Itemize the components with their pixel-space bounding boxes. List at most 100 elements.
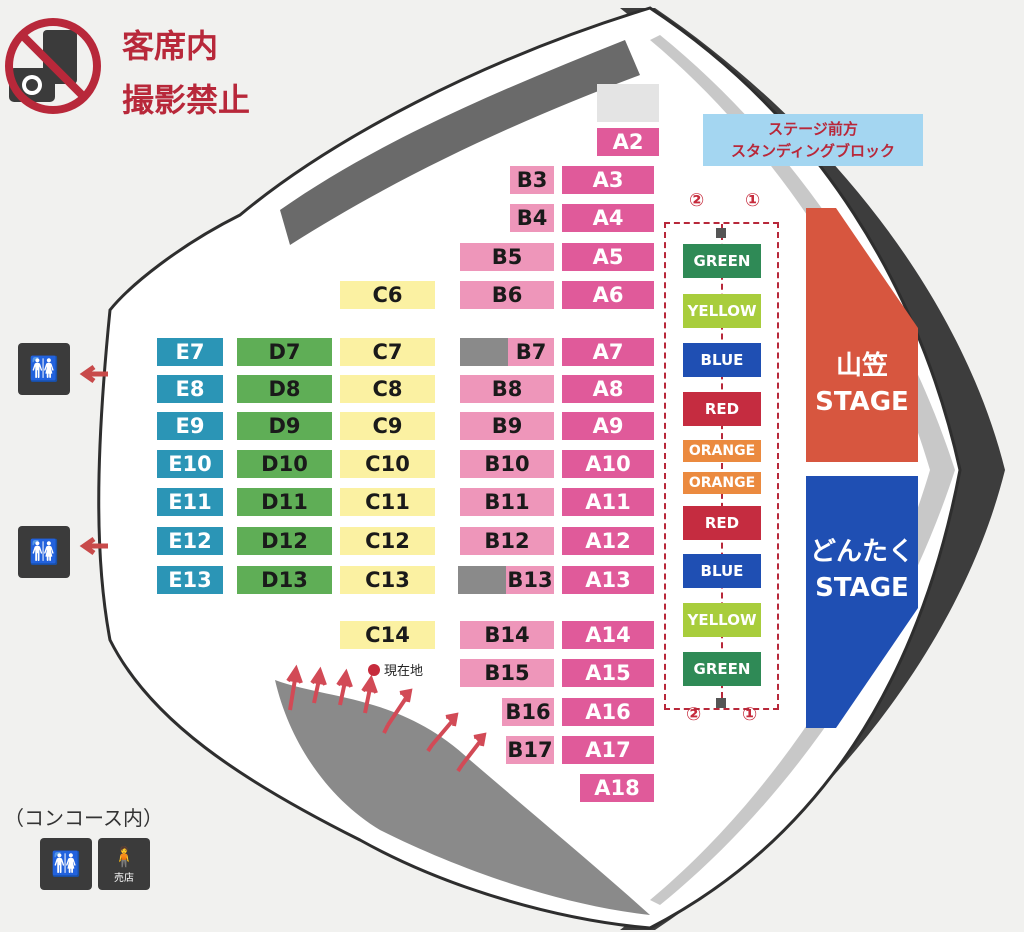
seat-block-a10[interactable]: A10 [562, 450, 654, 478]
yamakasa-stage-shape [806, 208, 918, 462]
dontaku-stage: どんたく STAGE [806, 476, 918, 728]
seat-block-a4[interactable]: A4 [562, 204, 654, 232]
seat-block-c7[interactable]: C7 [340, 338, 435, 366]
seat-block-b7[interactable]: B7 [508, 338, 554, 366]
standing-block-yellow: YELLOW [683, 294, 761, 328]
exit-arrows [286, 664, 487, 773]
seat-block-label: B17 [507, 738, 553, 762]
seat-block-e8[interactable]: E8 [157, 375, 223, 403]
standing-block-orange: ORANGE [683, 440, 761, 462]
notice-line2: 撮影禁止 [122, 81, 251, 119]
seat-block-a14[interactable]: A14 [562, 621, 654, 649]
concourse-label: （コンコース内） [4, 806, 163, 830]
seat-block-c9[interactable]: C9 [340, 412, 435, 440]
top-light-block [597, 84, 659, 122]
dontaku-subtitle: STAGE [815, 573, 909, 603]
seat-block-b11[interactable]: B11 [460, 488, 554, 516]
seat-block-label: E8 [175, 377, 205, 401]
seat-block-label: D11 [261, 490, 308, 514]
seat-block-a7[interactable]: A7 [562, 338, 654, 366]
seat-block-e9[interactable]: E9 [157, 412, 223, 440]
seat-block-b13[interactable]: B13 [506, 566, 554, 594]
gate-top-2: ② [689, 190, 705, 211]
seat-block-c12[interactable]: C12 [340, 527, 435, 555]
seat-block-d7[interactable]: D7 [237, 338, 332, 366]
seat-block-label: E11 [168, 490, 212, 514]
concourse-restroom-icon: 🚻 [40, 838, 92, 890]
seat-block-label: A4 [592, 206, 624, 230]
seat-block-label: B14 [484, 623, 530, 647]
standing-block-red: RED [683, 392, 761, 426]
seat-block-a5[interactable]: A5 [562, 243, 654, 271]
seat-block-a15[interactable]: A15 [562, 659, 654, 687]
seat-block-a12[interactable]: A12 [562, 527, 654, 555]
seat-block-a2[interactable]: A2 [597, 128, 659, 156]
seat-block-b8[interactable]: B8 [460, 375, 554, 403]
seat-block-b6[interactable]: B6 [460, 281, 554, 309]
gate-top-mark [716, 228, 726, 238]
seat-block-c14[interactable]: C14 [340, 621, 435, 649]
seat-block-label: A2 [612, 130, 644, 154]
shop-label: 売店 [114, 872, 134, 884]
seat-block-b14[interactable]: B14 [460, 621, 554, 649]
standing-block-green: GREEN [683, 652, 761, 686]
concourse-shop-icon: 🧍 売店 [98, 838, 150, 890]
seat-block-c13[interactable]: C13 [340, 566, 435, 594]
seat-block-e13[interactable]: E13 [157, 566, 223, 594]
seat-block-e10[interactable]: E10 [157, 450, 223, 478]
seat-block-a9[interactable]: A9 [562, 412, 654, 440]
standing-area-outline [664, 222, 779, 710]
gate-bottom-mark [716, 698, 726, 708]
seat-block-e11[interactable]: E11 [157, 488, 223, 516]
seat-block-label: E9 [175, 414, 205, 438]
seat-block-a17[interactable]: A17 [562, 736, 654, 764]
seat-block-label: A15 [585, 661, 631, 685]
seat-block-a3[interactable]: A3 [562, 166, 654, 194]
seat-block-label: B16 [505, 700, 551, 724]
seat-block-label: A7 [592, 340, 624, 364]
seat-block-a16[interactable]: A16 [562, 698, 654, 726]
seat-block-d9[interactable]: D9 [237, 412, 332, 440]
seat-block-c8[interactable]: C8 [340, 375, 435, 403]
seat-block-a18[interactable]: A18 [580, 774, 654, 802]
seat-block-b9[interactable]: B9 [460, 412, 554, 440]
seat-block-a13[interactable]: A13 [562, 566, 654, 594]
seat-block-a11[interactable]: A11 [562, 488, 654, 516]
dontaku-stage-shape [806, 476, 918, 728]
seat-block-b16[interactable]: B16 [502, 698, 554, 726]
standing-callout-line2: スタンディングブロック [731, 142, 895, 160]
seat-block-b15[interactable]: B15 [460, 659, 554, 687]
seat-block-d10[interactable]: D10 [237, 450, 332, 478]
current-location-dot [368, 663, 380, 676]
standing-callout: ステージ前方 スタンディングブロック [703, 114, 923, 166]
seat-block-b10[interactable]: B10 [460, 450, 554, 478]
seat-block-label: E10 [168, 452, 212, 476]
seat-block-a6[interactable]: A6 [562, 281, 654, 309]
standing-block-blue: BLUE [683, 343, 761, 377]
seat-block-c6[interactable]: C6 [340, 281, 435, 309]
seat-block-label: D10 [261, 452, 308, 476]
seat-block-c11[interactable]: C11 [340, 488, 435, 516]
seat-block-b5[interactable]: B5 [460, 243, 554, 271]
seat-block-d13[interactable]: D13 [237, 566, 332, 594]
seat-block-d12[interactable]: D12 [237, 527, 332, 555]
seat-block-label: B3 [516, 168, 548, 192]
seat-block-b3[interactable]: B3 [510, 166, 554, 194]
seat-block-a8[interactable]: A8 [562, 375, 654, 403]
seat-block-b17[interactable]: B17 [506, 736, 554, 764]
seat-block-d8[interactable]: D8 [237, 375, 332, 403]
seat-block-b12[interactable]: B12 [460, 527, 554, 555]
lower-gray-wedge [275, 680, 650, 915]
seat-block-label: A12 [585, 529, 631, 553]
seat-block-c10[interactable]: C10 [340, 450, 435, 478]
seat-block-label: C6 [372, 283, 403, 307]
seat-block-label: C14 [365, 623, 410, 647]
seat-block-e12[interactable]: E12 [157, 527, 223, 555]
seat-block-d11[interactable]: D11 [237, 488, 332, 516]
seat-block-b4[interactable]: B4 [510, 204, 554, 232]
standing-block-orange: ORANGE [683, 472, 761, 494]
seat-block-label: A10 [585, 452, 631, 476]
seat-block-label: B12 [484, 529, 530, 553]
seat-block-e7[interactable]: E7 [157, 338, 223, 366]
no-photo-icon [3, 16, 103, 116]
